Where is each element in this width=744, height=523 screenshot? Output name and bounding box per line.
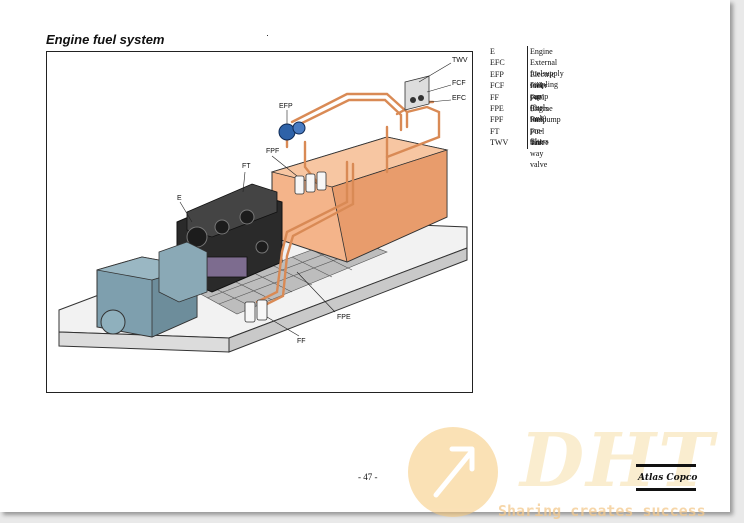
legend-divider (527, 46, 528, 149)
callout-efc: EFC (452, 95, 466, 102)
legend-desc: Engine fuelpump (530, 103, 561, 124)
callout-fpf: FPF (266, 148, 280, 155)
legend-abbr: EFP (490, 69, 504, 79)
page-title: Engine fuel system (46, 32, 165, 47)
legend-desc: Fuel pre-filters (530, 115, 549, 147)
electric-fuel-pump (278, 121, 306, 141)
atlas-copco-logo: Atlas Copco (636, 464, 698, 494)
legend-abbr: TWV (490, 138, 509, 148)
legend-desc: Filler cap (fuel tank) (530, 81, 548, 124)
arrow-icon (433, 446, 475, 498)
legend-desc: Electric fuel pump (530, 69, 555, 101)
legend-desc: Engine (530, 47, 553, 56)
fuel-system-diagram: TWV FCF EFC EFP FPF FT E FPE FF (46, 51, 473, 393)
callout-fcf: FCF (452, 80, 466, 87)
legend-abbr: FCF (490, 81, 505, 91)
legend-desc: Fuel filters (530, 92, 549, 113)
legend-desc: Fuel tank (530, 126, 545, 147)
legend-abbr: E (490, 47, 495, 56)
fuel-tank-side (331, 149, 448, 263)
legend-abbr: FT (490, 126, 500, 136)
legend-abbr: EFC (490, 58, 505, 68)
three-way-valve (404, 75, 430, 111)
page-number: - 47 - (358, 472, 378, 482)
logo-text: Atlas Copco (638, 473, 698, 483)
legend-abbr: FPF (490, 115, 504, 125)
legend-abbr: FPE (490, 103, 504, 113)
speck (267, 35, 268, 36)
callout-ft: FT (242, 163, 251, 170)
generator-illustration (58, 62, 468, 353)
callout-e: E (177, 195, 182, 202)
watermark-tagline: Sharing creates success (498, 502, 706, 520)
logo-top-bar (636, 464, 696, 467)
watermark-badge (408, 427, 498, 517)
logo-bottom-bar (636, 488, 696, 491)
legend-desc: Three way valve (530, 138, 549, 170)
legend-desc: External fuelsupply coupling (530, 58, 564, 90)
manual-page: Engine fuel system (0, 0, 730, 517)
leader-lines (179, 62, 452, 337)
callout-twv: TWV (452, 57, 468, 64)
callout-fpe: FPE (337, 314, 351, 321)
fuel-filters (244, 299, 268, 323)
alternator (96, 241, 208, 338)
callout-efp: EFP (279, 103, 293, 110)
callout-ff: FF (297, 338, 306, 345)
fuel-prefilters (294, 171, 327, 195)
legend-abbr: FF (490, 92, 499, 102)
base-side (228, 247, 468, 353)
